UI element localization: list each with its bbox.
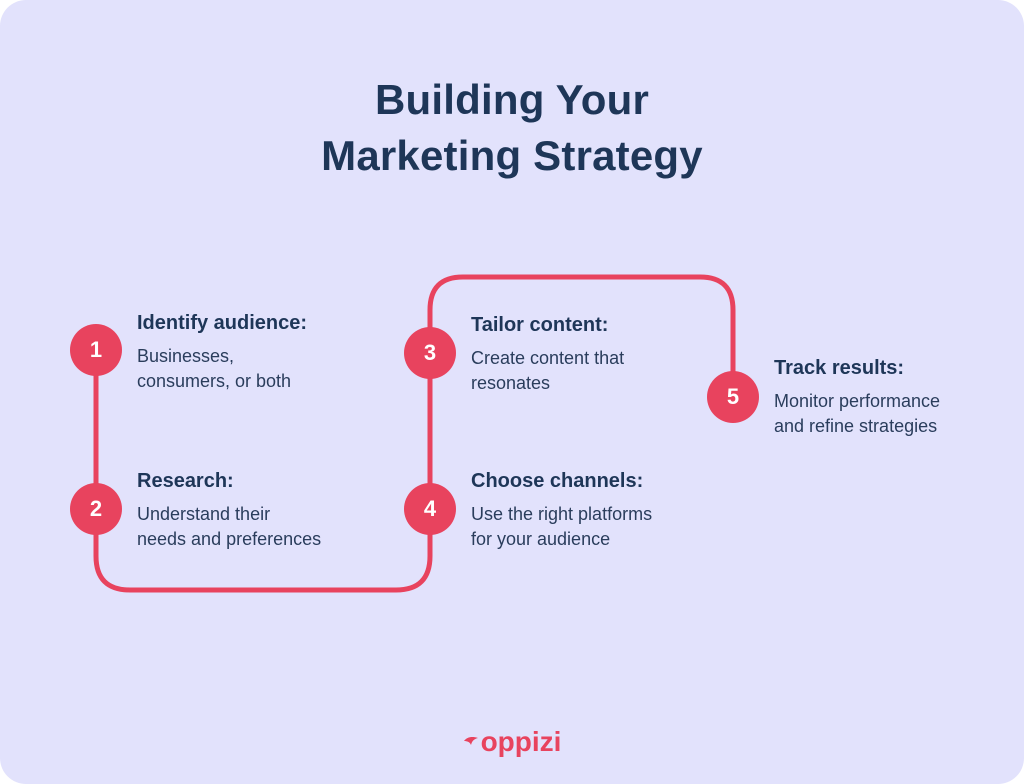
- step-2-badge: 2: [70, 483, 122, 535]
- step-2-desc-line-1: Understand their: [137, 504, 271, 524]
- step-3: Tailor content: Create content that reso…: [471, 312, 624, 396]
- step-1-desc-line-1: Businesses,: [137, 346, 235, 366]
- step-5-desc-line-1: Monitor performance: [774, 391, 941, 411]
- step-2-heading: Research:: [137, 470, 234, 492]
- step-4-heading: Choose channels:: [471, 470, 644, 492]
- step-4: Choose channels: Use the right platforms…: [471, 468, 652, 552]
- step-3-desc-line-1: Create content that: [471, 348, 625, 368]
- brand-logo-text: oppizi: [480, 726, 562, 757]
- step-1-badge: 1: [70, 324, 122, 376]
- step-4-badge: 4: [404, 483, 456, 535]
- step-1-desc-line-2: consumers, or both: [137, 371, 292, 391]
- step-5: Track results: Monitor performance and r…: [774, 355, 940, 439]
- step-2-desc-line-2: needs and preferences: [137, 529, 322, 549]
- step-4-desc-line-2: for your audience: [471, 529, 611, 549]
- process-path-line: [93, 274, 736, 593]
- title-line-2: Marketing Strategy: [321, 132, 703, 179]
- step-2: Research: Understand their needs and pre…: [137, 468, 321, 552]
- step-5-desc-line-2: and refine strategies: [774, 416, 938, 436]
- title-line-1: Building Your: [374, 76, 650, 123]
- page-title: Building Your Marketing Strategy: [0, 72, 1024, 184]
- step-3-desc-line-2: resonates: [471, 373, 551, 393]
- bird-mark-icon: [463, 737, 478, 745]
- step-3-heading: Tailor content:: [471, 314, 609, 336]
- step-4-desc-line-1: Use the right platforms: [471, 504, 653, 524]
- step-1: Identify audience: Businesses, consumers…: [137, 310, 307, 394]
- step-3-badge: 3: [404, 327, 456, 379]
- step-5-badge: 5: [707, 371, 759, 423]
- step-5-heading: Track results:: [774, 357, 905, 379]
- step-1-heading: Identify audience:: [137, 312, 308, 334]
- brand-logo: oppizi: [0, 722, 1024, 760]
